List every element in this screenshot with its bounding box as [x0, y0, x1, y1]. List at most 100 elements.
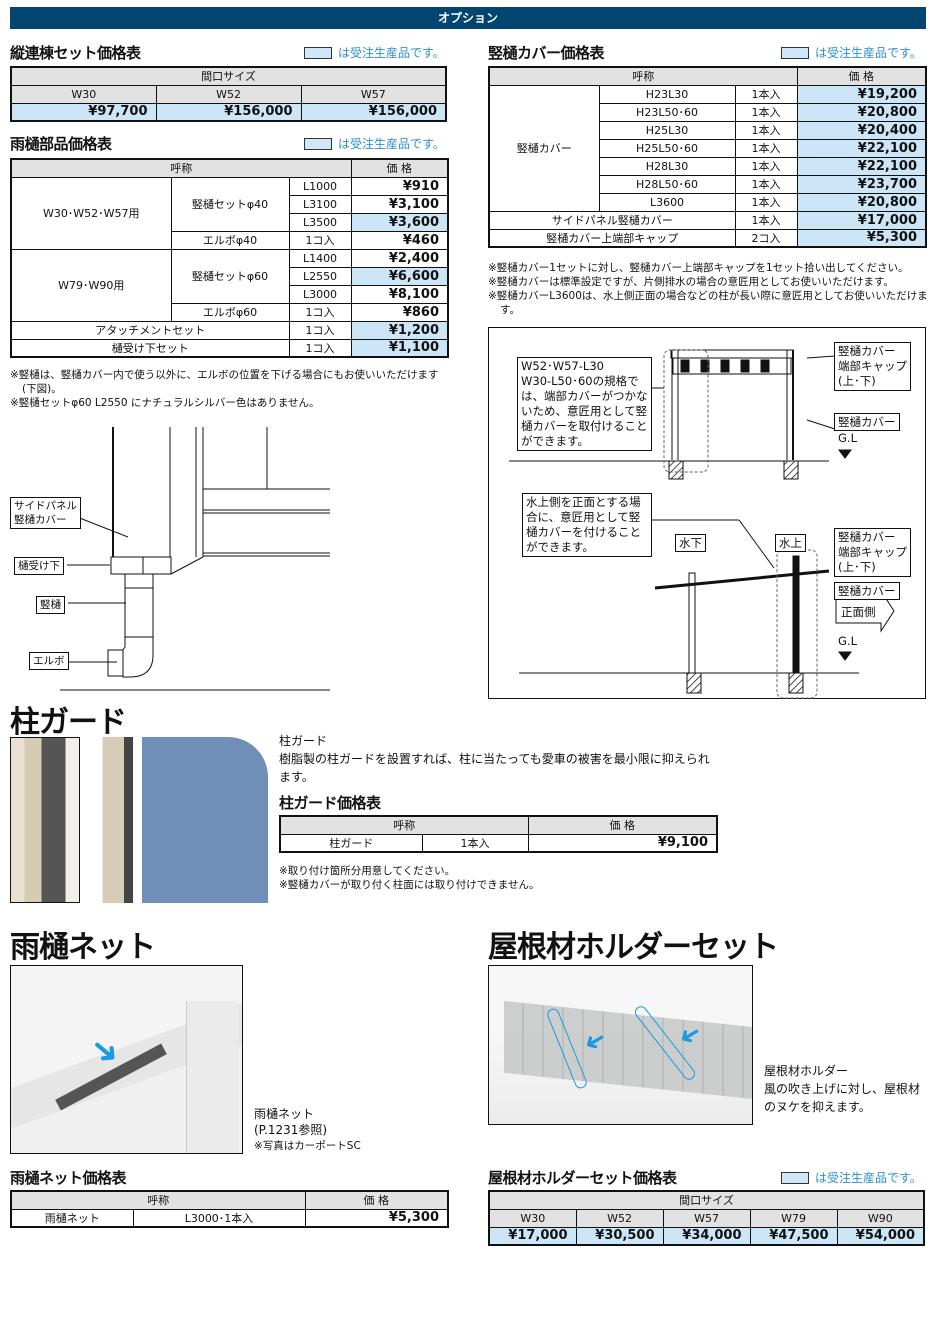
front-side-label: 正面側 [841, 605, 876, 619]
note: ※竪樋は、竪樋カバー内で使う以外に、エルボの位置を下げる場合にもお使いいただけま… [10, 369, 439, 395]
qty-cell: 1コ入 [288, 338, 352, 358]
price-header: 価 格 [304, 1190, 449, 1210]
size-cell: H28L30 [598, 156, 736, 176]
qty-cell: 1本入 [734, 156, 798, 176]
gutter-diagram [60, 427, 330, 691]
label-gutter-holder: 樋受け下 [14, 557, 64, 575]
legend-swatch [781, 1171, 809, 1184]
price-cell: ¥6,600 [350, 266, 449, 286]
qty-cell: 1本入 [734, 120, 798, 140]
size-cell: H25L50･60 [598, 138, 736, 158]
amadoi-net-caption: 雨樋ネット (P.1231参照) ※写真はカーポートSC [254, 1106, 361, 1154]
gutter-net-photo: ➜ [10, 965, 243, 1154]
size-cell: L3500 [288, 212, 352, 232]
order-legend: は受注生産品です。 [304, 44, 445, 61]
yane-holder-title: 屋根材ホルダーセット [488, 930, 779, 965]
price-cell: ¥460 [350, 230, 449, 250]
diagram-drawing [509, 349, 895, 699]
hashira-guard-title: 柱ガード [10, 705, 127, 740]
price-cell: ¥47,500 [749, 1226, 838, 1246]
label-end-cap: 竪樋カバー 端部キャップ (上･下) [834, 528, 911, 577]
price-cell: ¥1,200 [350, 320, 449, 340]
note: ※竪樋カバーが取り付く柱面には取り付けできません。 [279, 879, 540, 891]
amadoi-parts-title: 雨樋部品価格表 [10, 135, 112, 153]
hashira-guard-notes: ※取り付け箇所分用意してください。 ※竪樋カバーが取り付く柱面には取り付けできま… [279, 864, 719, 892]
price-cell: ¥9,100 [527, 833, 718, 853]
name-header: 呼称 [10, 158, 352, 178]
order-legend: は受注生産品です。 [781, 1169, 922, 1186]
elbow-label: エルボφ60 [170, 302, 290, 322]
note-end-cover: W52･W57-L30 W30-L50･60の規格では、端部カバーがつかないため… [517, 357, 652, 451]
price-cell: ¥1,100 [350, 338, 449, 358]
price-header: 価 格 [796, 66, 927, 86]
elbow-label: エルボφ40 [170, 230, 290, 250]
col-header: W57 [300, 84, 447, 104]
size-cell: H23L50･60 [598, 102, 736, 122]
pillar-guard-photo [10, 737, 80, 903]
price-cell: ¥3,100 [350, 194, 449, 214]
size-cell: L1000 [288, 176, 352, 196]
desc-text: 樹脂製の柱ガードを設置すれば、柱に当たっても愛車の被害を最小限に抑えられます。 [279, 752, 710, 784]
qty-cell: 1本入 [734, 174, 798, 194]
qty-cell: 1本入 [421, 833, 529, 853]
note: ※竪樋カバーL3600は、水上側正面の場合などの柱が長い際に意匠用としてお使いい… [488, 290, 928, 316]
qty-cell: 1本入 [734, 102, 798, 122]
hashira-guard-desc: 柱ガード 樹脂製の柱ガードを設置すれば、柱に当たっても愛車の被害を最小限に抑えら… [279, 732, 719, 786]
qty-cell: 2コ入 [734, 228, 798, 248]
legend-swatch [304, 46, 332, 59]
qty-cell: 1本入 [734, 138, 798, 158]
extra-label: サイドパネル竪樋カバー [488, 210, 736, 230]
name-header: 呼称 [10, 1190, 306, 1210]
col-group-header: 間口サイズ [488, 1190, 925, 1210]
desc-title: 柱ガード [279, 734, 328, 748]
name-header: 呼称 [488, 66, 798, 86]
gl-label: G.L [838, 634, 857, 648]
name-header: 呼称 [279, 815, 529, 835]
legend-text: は受注生産品です。 [338, 137, 445, 151]
section-header-bar: オプション [10, 7, 926, 29]
group-label: 竪樋カバー [488, 84, 600, 212]
price-cell: ¥22,100 [796, 156, 927, 176]
label-side-panel-cover: サイドパネル 竪樋カバー [10, 497, 81, 529]
legend-text: は受注生産品です。 [338, 46, 445, 60]
price-cell: ¥5,300 [796, 228, 927, 248]
tatedoi-cover-title: 竪樋カバー価格表 [488, 44, 605, 62]
tate-renmune-table: 間口サイズ W30 W52 W57 ¥97,700 ¥156,000 ¥156,… [10, 66, 447, 122]
name-cell: 柱ガード [279, 833, 423, 853]
order-legend: は受注生産品です。 [781, 44, 922, 61]
roof-holder-photo: ➜ ➜ [488, 965, 753, 1125]
legend-text: は受注生産品です。 [815, 46, 922, 60]
size-cell: L3600 [598, 192, 736, 212]
price-cell: ¥860 [350, 302, 449, 322]
price-cell: ¥20,400 [796, 120, 927, 140]
qty-cell: 1コ入 [288, 230, 352, 250]
price-header: 価 格 [350, 158, 449, 178]
amadoi-net-title: 雨樋ネット [10, 930, 156, 965]
price-cell: ¥20,800 [796, 192, 927, 212]
col-header: W30 [10, 84, 157, 104]
label-elbow: エルボ [29, 652, 69, 670]
col-group-header: 間口サイズ [10, 66, 447, 86]
caption: 雨樋ネット [254, 1107, 315, 1121]
set-label: 竪樋セットφ40 [170, 176, 290, 232]
label-cover: 竪樋カバー [834, 413, 900, 431]
amadoi-net-table-title: 雨樋ネット価格表 [10, 1169, 127, 1187]
qty-cell: 1本入 [734, 84, 798, 104]
label-end-cap: 竪樋カバー 端部キャップ (上･下) [834, 342, 911, 391]
size-cell: L3000 [288, 284, 352, 304]
label-mizushita: 水下 [675, 534, 706, 552]
car-bumper-photo [88, 737, 268, 903]
price-cell: ¥97,700 [10, 102, 157, 122]
tatedoi-cover-notes: ※竪樋カバー1セットに対し、竪樋カバー上端部キャップを1セット拾い出してください… [488, 261, 928, 317]
yane-holder-desc: 屋根材ホルダー 風の吹き上げに対し、屋根材のヌケを抑えます。 [764, 1064, 921, 1114]
price-cell: ¥8,100 [350, 284, 449, 304]
price-cell: ¥19,200 [796, 84, 927, 104]
col-header: W90 [836, 1208, 925, 1228]
price-cell: ¥3,600 [350, 212, 449, 232]
order-legend: は受注生産品です。 [304, 135, 445, 152]
amadoi-parts-notes: ※竪樋は、竪樋カバー内で使う以外に、エルボの位置を下げる場合にもお使いいただけま… [10, 368, 450, 410]
note: ※竪樋カバー1セットに対し、竪樋カバー上端部キャップを1セット拾い出してください… [488, 262, 909, 274]
size-cell: H23L30 [598, 84, 736, 104]
yane-holder-table-title: 屋根材ホルダーセット価格表 [488, 1169, 677, 1187]
